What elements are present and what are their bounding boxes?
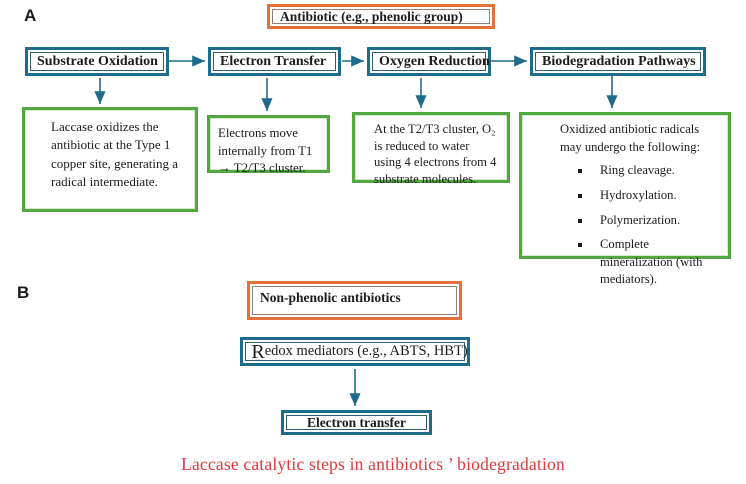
pathway-list-item: Ring cleavage. [592, 162, 720, 180]
antibiotic-box: Antibiotic (e.g., phenolic group) [267, 4, 495, 29]
detail-box-substrate-oxidation: Laccase oxidizes the antibiotic at the T… [22, 107, 198, 212]
antibiotic-box-label: Antibiotic (e.g., phenolic group) [280, 8, 463, 24]
pathway-list-item: Hydroxylation. [592, 187, 720, 205]
pathway-list-item: Polymerization. [592, 212, 720, 230]
panel-a-label: A [24, 6, 37, 25]
figure-caption: Laccase catalytic steps in antibiotics ’… [181, 454, 565, 474]
detail-text: Laccase oxidizes the antibiotic at the T… [51, 119, 179, 190]
redox-label-initial: R [251, 340, 265, 363]
electron-transfer-box: Electron transfer [281, 410, 432, 435]
pathway-list-item: Complete mineralization (with mediators)… [592, 236, 720, 289]
detail-text: At the T2/T3 cluster, O₂ is reduced to w… [374, 122, 497, 186]
non-phenolic-box: Non-phenolic antibiotics [247, 281, 462, 320]
detail-box-biodegradation-pathways: Oxidized antibiotic radicals may undergo… [519, 112, 731, 286]
step-box-oxygen-reduction: Oxygen Reduction [367, 47, 491, 76]
electron-transfer-box-label: Electron transfer [306, 414, 407, 430]
non-phenolic-box-label: Non-phenolic antibiotics [260, 290, 401, 305]
step-box-electron-transfer: Electron Transfer [208, 47, 341, 76]
detail-box-oxygen-reduction: At the T2/T3 cluster, O₂ is reduced to w… [352, 112, 510, 186]
step-box-label: Oxygen Reduction [379, 53, 490, 69]
biodegradation-pathway-list: Ring cleavage. Hydroxylation. Polymeriza… [560, 162, 720, 289]
step-box-substrate-oxidation: Substrate Oxidation [25, 47, 169, 76]
step-box-label: Electron Transfer [220, 53, 327, 69]
step-box-label: Biodegradation Pathways [542, 53, 696, 69]
detail-text: Electrons move internally from T1 → T2/T… [218, 126, 313, 176]
redox-label-rest: edox mediators (e.g., ABTS, HBT) [264, 343, 468, 359]
detail-box-electron-transfer: Electrons move internally from T1 → T2/T… [207, 115, 330, 176]
step-box-label: Substrate Oxidation [37, 53, 158, 69]
detail-intro-text: Oxidized antibiotic radicals may undergo… [560, 122, 701, 154]
step-box-biodegradation-pathways: Biodegradation Pathways [530, 47, 706, 76]
panel-b-label: B [17, 283, 30, 302]
